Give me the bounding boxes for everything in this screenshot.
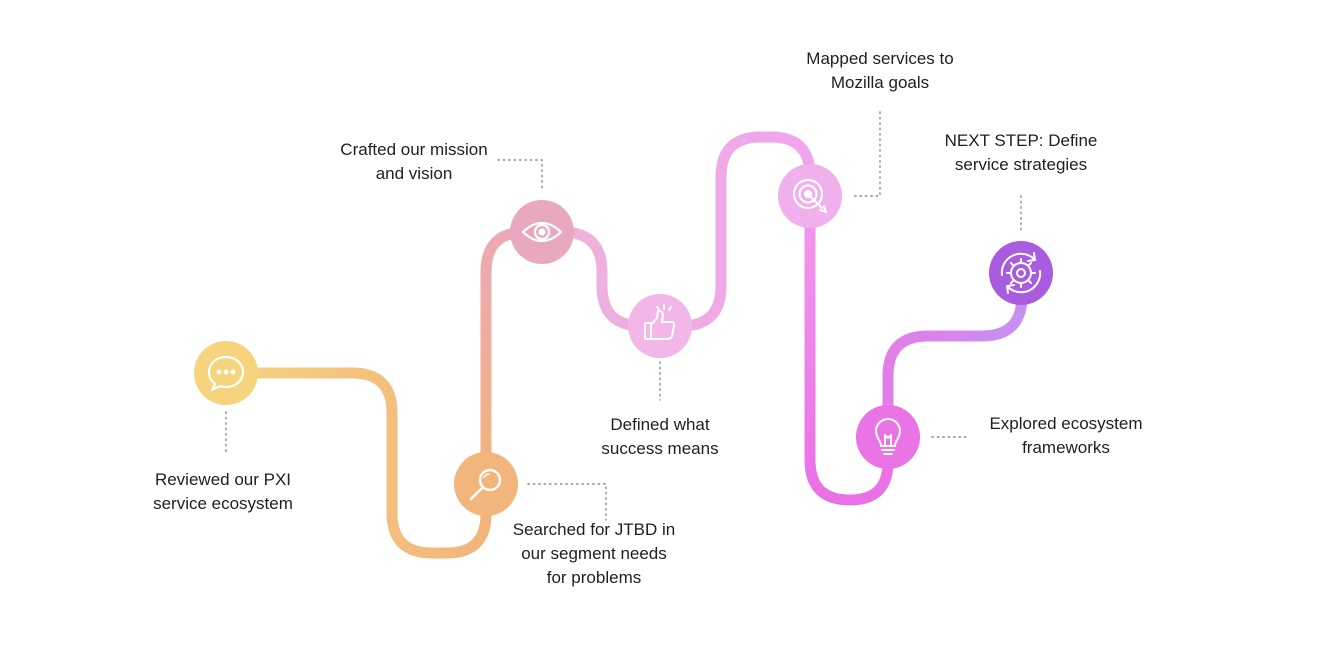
step-label-line: our segment needs [521,544,667,563]
step-label-crafted: Crafted our mission and vision [306,138,522,186]
step-label-line: Defined what [610,415,710,434]
step-label-line: service strategies [954,155,1088,174]
step-label-line: Crafted our mission [340,140,488,159]
path-segment-5 [882,267,1028,443]
node-next [989,241,1053,305]
path-segment-3 [536,131,816,332]
gear-cycle-icon [1000,252,1042,294]
eye-icon [521,221,563,243]
lightbulb-icon [875,418,901,455]
path-segment-1 [220,367,492,559]
step-label-line: NEXT STEP: Define [944,131,1098,150]
step-label-explored: Explored ecosystem frameworks [956,412,1176,460]
step-label-mapped: Mapped services to Mozilla goals [770,47,990,95]
step-label-line: Searched for JTBD in [512,520,676,539]
step-label-line: frameworks [1022,438,1110,457]
node-searched [454,452,518,516]
path-segment-4 [804,190,894,506]
thumbs-up-icon [644,304,676,340]
target-icon [793,179,828,214]
step-label-next: NEXT STEP: Define service strategies [911,129,1131,177]
step-label-line: for problems [546,568,642,587]
path-segment-2 [480,226,548,490]
speech-bubble-icon [207,355,245,392]
step-label-line: Explored ecosystem [989,414,1143,433]
node-defined [628,294,692,358]
step-label-line: success means [601,439,719,458]
step-label-line: service ecosystem [153,494,293,513]
step-label-line: Mozilla goals [830,73,930,92]
step-label-searched: Searched for JTBD in our segment needs f… [480,518,708,590]
connector-crafted [497,159,543,191]
step-label-defined: Defined what success means [560,413,760,461]
step-label-reviewed: Reviewed our PXI service ecosystem [120,468,326,516]
connector-searched [527,483,607,521]
connector-mapped [851,111,881,197]
step-label-line: Reviewed our PXI [154,470,292,489]
step-label-line: Mapped services to [806,49,954,68]
magnifier-icon [469,468,502,501]
step-label-line: and vision [375,164,453,183]
dotted-connectors [225,111,1022,521]
